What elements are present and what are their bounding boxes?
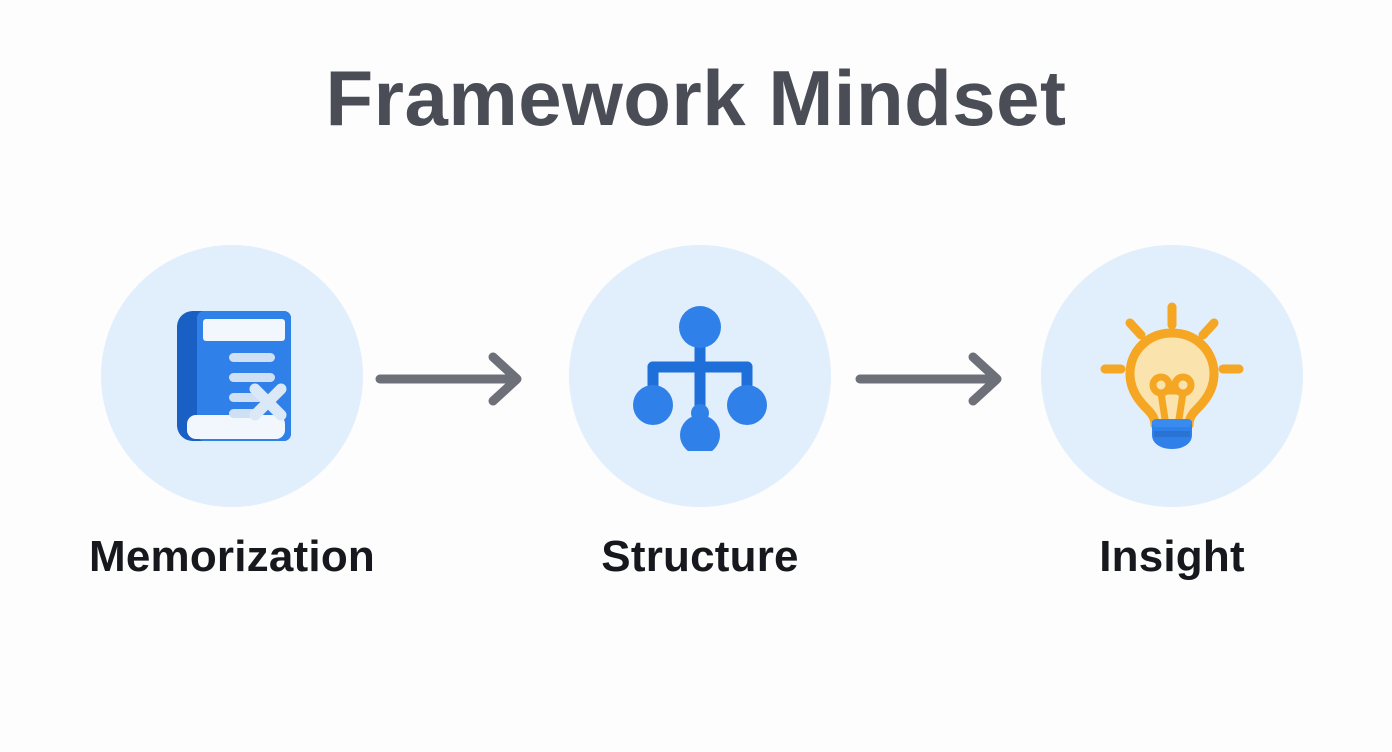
flow-arrow-2 (855, 349, 1015, 409)
hierarchy-tree-icon (633, 306, 767, 451)
book-x-icon (177, 311, 291, 441)
stage-label-memorization: Memorization (89, 532, 375, 581)
stage-insight[interactable]: Insight (1012, 245, 1332, 605)
arrow-right-icon (855, 352, 1002, 406)
arrow-right-icon (375, 352, 522, 406)
stage-structure[interactable]: Structure (540, 245, 860, 605)
stage-icon-circle (569, 245, 831, 507)
stage-label-structure: Structure (601, 532, 799, 581)
lightbulb-icon (1100, 302, 1244, 449)
stage-label-insight: Insight (1099, 532, 1245, 581)
stage-icon-circle (1041, 245, 1303, 507)
process-flow: Memorization (0, 245, 1392, 605)
stage-memorization[interactable]: Memorization (72, 245, 392, 605)
stage-icon-circle (101, 245, 363, 507)
flow-arrow-1 (375, 349, 535, 409)
page-title: Framework Mindset (325, 54, 1067, 142)
